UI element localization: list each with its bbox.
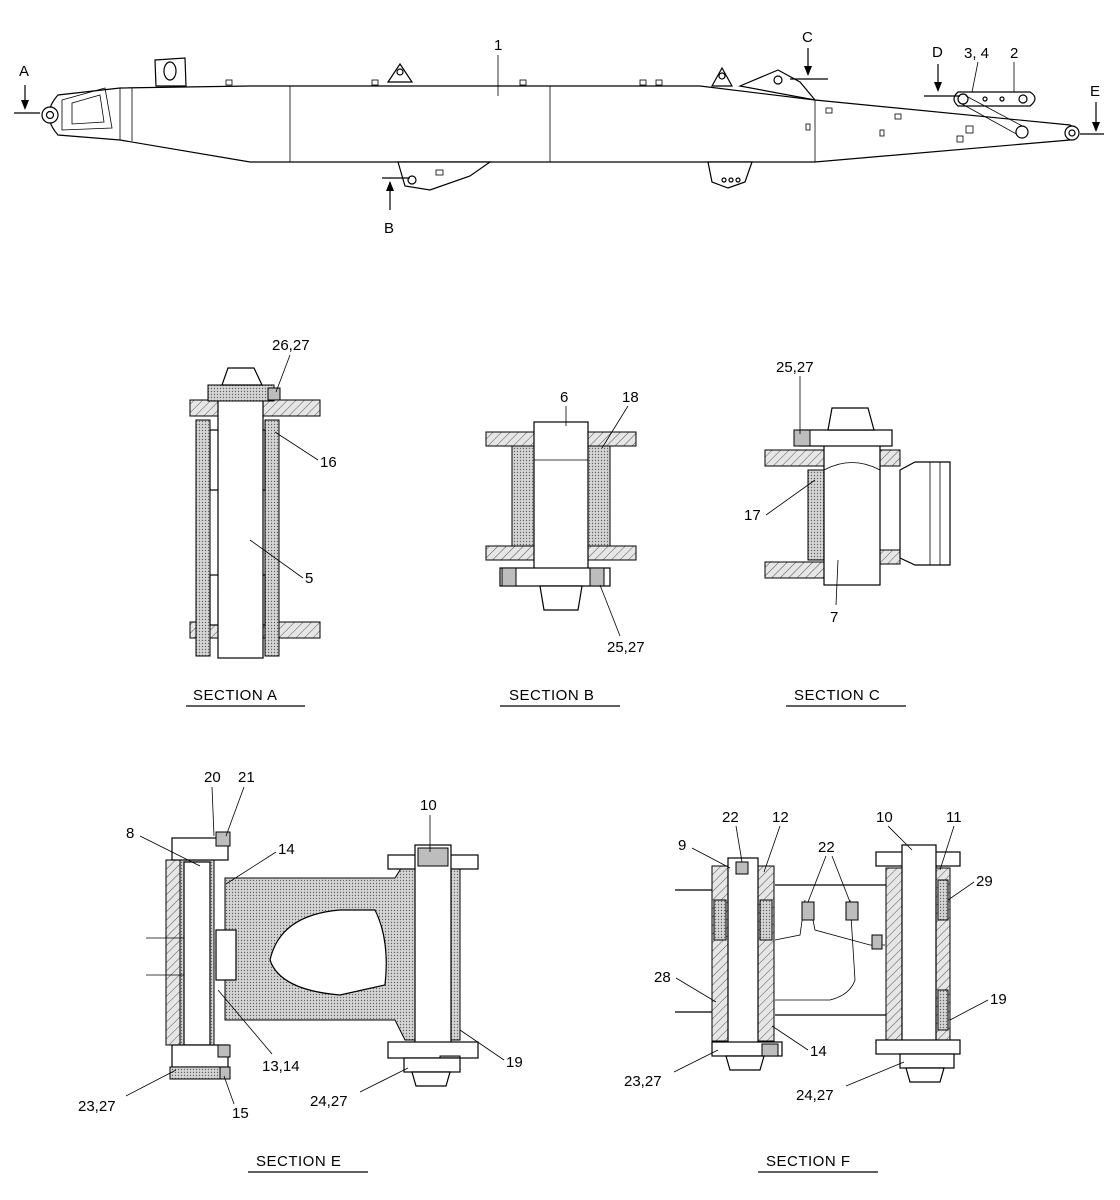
marker-a-label: A [19,63,29,80]
callout-7: 7 [830,609,838,626]
callout-24-27-e: 24,27 [310,1093,348,1110]
section-c-title: SECTION C [794,687,880,704]
callout-12: 12 [772,809,789,826]
section-c-drawing [764,407,951,586]
section-marker-c: C [790,29,828,80]
section-marker-d: D [924,44,960,97]
callout-23-27-f: 23,27 [624,1073,662,1090]
callout-10-f: 10 [876,809,893,826]
callout-22-f-left: 22 [722,809,739,826]
callout-23-27-e: 23,27 [78,1098,116,1115]
marker-d-label: D [932,44,943,61]
section-e-drawing [146,831,479,1087]
callout-25-27-b: 25,27 [607,639,645,656]
callout-20: 20 [204,769,221,786]
section-marker-e: E [1080,83,1104,135]
callout-21: 21 [238,769,255,786]
section-a-title: SECTION A [193,687,278,704]
callout-26-27: 26,27 [272,337,310,354]
callout-1: 1 [494,37,502,54]
callout-19-f: 19 [990,991,1007,1008]
callout-19-e: 19 [506,1054,523,1071]
callout-5: 5 [305,570,313,587]
callout-10-e: 10 [420,797,437,814]
callout-3-4: 3, 4 [964,45,989,62]
section-f-title: SECTION F [766,1153,851,1170]
section-f-drawing [675,844,961,1083]
section-e-title: SECTION E [256,1153,341,1170]
marker-e-label: E [1090,83,1100,100]
callout-22-f-right: 22 [818,839,835,856]
callout-24-27-f: 24,27 [796,1087,834,1104]
section-b-title: SECTION B [509,687,594,704]
callout-9: 9 [678,837,686,854]
callout-18: 18 [622,389,639,406]
callout-2: 2 [1010,45,1018,62]
callout-29: 29 [976,873,993,890]
boom-side-view [41,57,1080,191]
section-a-drawing [189,367,321,659]
callout-11: 11 [946,809,962,826]
section-marker-b: B [382,177,410,237]
callout-28: 28 [654,969,671,986]
section-marker-a: A [14,63,40,114]
callout-14-e: 14 [278,841,295,858]
callout-16: 16 [320,454,337,471]
callout-8: 8 [126,825,134,842]
marker-c-label: C [802,29,813,46]
callout-13-14: 13,14 [262,1058,300,1075]
callout-17: 17 [744,507,761,524]
callout-25-27-c: 25,27 [776,359,814,376]
callout-14-f: 14 [810,1043,827,1060]
callout-6: 6 [560,389,568,406]
section-b-drawing [485,421,637,611]
callout-15: 15 [232,1105,249,1122]
marker-b-label: B [384,220,394,237]
